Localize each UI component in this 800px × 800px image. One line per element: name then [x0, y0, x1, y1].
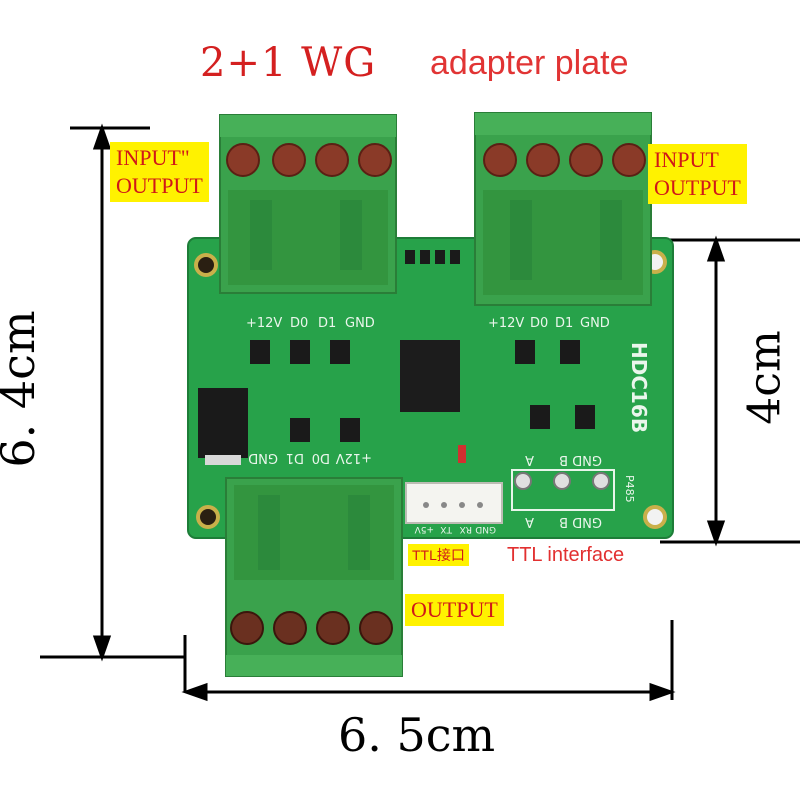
silk-pin-bl-0: +12V	[336, 450, 372, 465]
rs485-pads	[511, 469, 615, 511]
terminal-block-top-left	[219, 114, 397, 294]
callout-right-top: INPUT OUTPUT	[648, 144, 747, 204]
title-main: 2+1 WG	[200, 40, 377, 86]
silk-p485: P485	[623, 475, 636, 503]
main-ic	[400, 340, 460, 412]
silk-485-top-1: B	[559, 452, 568, 467]
silk-485-bot-1: B	[559, 514, 568, 529]
callout-right-top-line1: INPUT	[654, 147, 719, 172]
silk-pin-tl-0: +12V	[246, 316, 282, 331]
width-dimension	[181, 620, 676, 702]
voltage-regulator	[198, 388, 248, 458]
dimension-height-total: 6. 4cm	[0, 310, 45, 468]
silk-pin-bl-2: D1	[286, 450, 304, 465]
silk-ttl-pin-0: GND	[475, 524, 496, 534]
callout-ttl-chip: TTL接口	[408, 544, 469, 566]
silk-485-bot-2: A	[525, 514, 534, 529]
silk-ttl-pin-1: RX	[460, 524, 472, 534]
terminal-block-top-right	[474, 112, 652, 306]
silk-model: HDC16B	[627, 342, 651, 433]
silk-485-bot-0: GND	[572, 514, 602, 529]
height-dimension-right	[640, 235, 800, 547]
title-sub: adapter plate	[430, 44, 629, 82]
dimension-width: 6. 5cm	[338, 708, 496, 762]
silk-pin-tr-1: D0	[530, 316, 548, 331]
silk-pin-tl-2: D1	[318, 316, 336, 331]
silk-ttl-pin-2: TX	[440, 524, 453, 534]
callout-left-top-line2: OUTPUT	[116, 173, 203, 198]
silk-pin-tr-3: GND	[580, 316, 610, 331]
silk-pin-tl-1: D0	[290, 316, 308, 331]
silk-pin-tr-0: +12V	[488, 316, 524, 331]
silk-pin-tr-2: D1	[555, 316, 573, 331]
silk-ttl-pin-3: +5V	[414, 524, 434, 534]
silk-pin-tl-3: GND	[345, 316, 375, 331]
height-dimension-left	[40, 123, 185, 662]
smd-chips	[250, 250, 595, 442]
callout-left-top-line1: INPUT"	[116, 145, 190, 170]
ttl-header	[405, 482, 503, 524]
silk-485-top-0: GND	[572, 452, 602, 467]
callout-left-top: INPUT" OUTPUT	[110, 142, 209, 202]
silk-pin-bl-1: D0	[312, 450, 330, 465]
terminal-block-bottom	[225, 477, 403, 677]
dimension-height-right: 4cm	[739, 330, 791, 425]
status-led	[458, 445, 466, 463]
callout-bottom-output: OUTPUT	[405, 594, 504, 626]
silk-485-top-2: A	[525, 452, 534, 467]
callout-ttl-interface: TTL interface	[507, 544, 625, 566]
callout-right-top-line2: OUTPUT	[654, 175, 741, 200]
silk-pin-bl-3: GND	[248, 450, 278, 465]
